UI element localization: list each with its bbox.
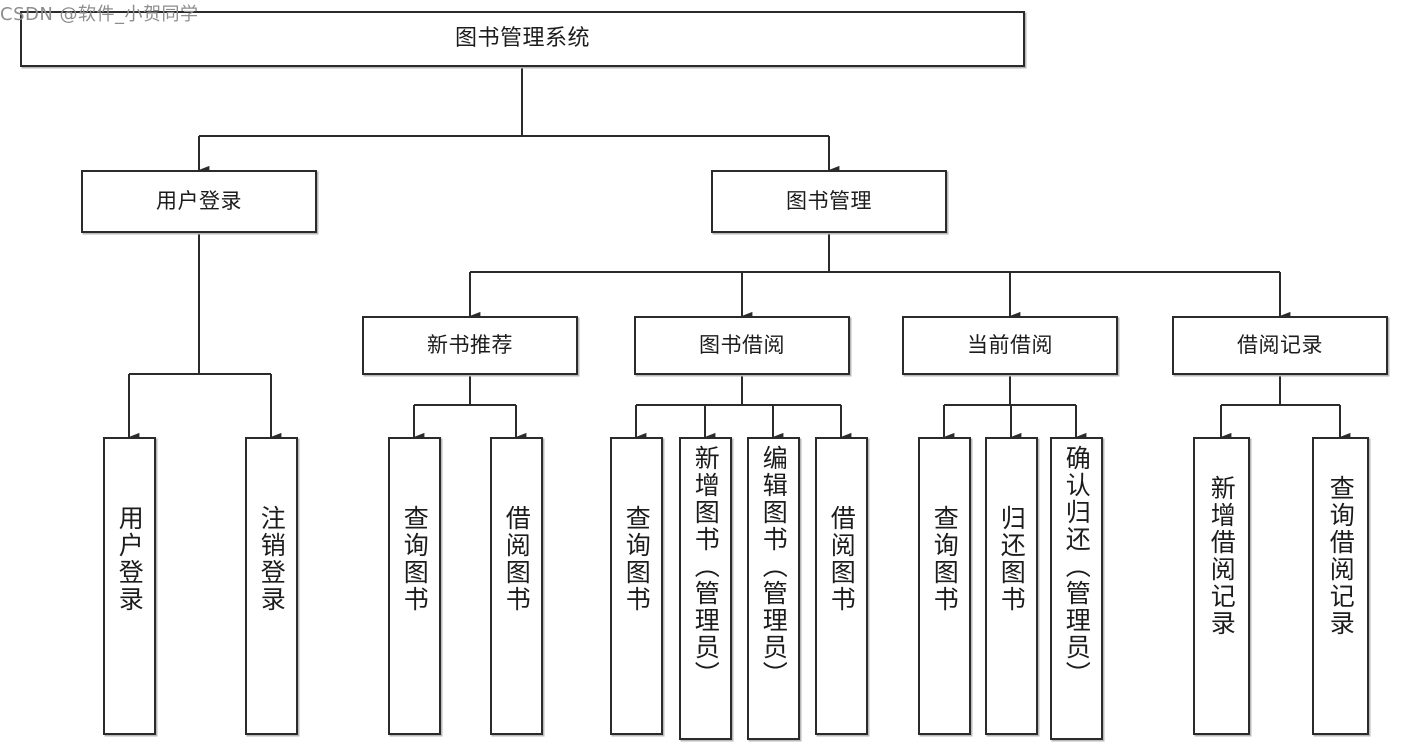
node-new-book-rec[interactable]: 新书推荐 xyxy=(362,316,578,375)
node-label-leaf-user-login: 用户登录 xyxy=(115,505,145,613)
node-root[interactable]: 图书管理系统 xyxy=(20,11,1025,67)
node-leaf-user-logout[interactable]: 注销登录 xyxy=(245,437,298,735)
node-leaf-borrow-book-2[interactable]: 借阅图书 xyxy=(815,437,868,735)
node-leaf-query-book-3[interactable]: 查询图书 xyxy=(918,437,971,735)
node-label-new-book-rec: 新书推荐 xyxy=(427,332,513,357)
node-leaf-borrow-book-1[interactable]: 借阅图书 xyxy=(490,437,543,735)
node-label-book-manage: 图书管理 xyxy=(786,188,872,213)
node-label-leaf-query-book-3: 查询图书 xyxy=(930,505,960,613)
node-user-login[interactable]: 用户登录 xyxy=(81,170,317,233)
node-current-borrow[interactable]: 当前借阅 xyxy=(902,316,1118,375)
node-label-leaf-borrow-book-2: 借阅图书 xyxy=(827,505,857,613)
node-leaf-edit-book-admin[interactable]: 编辑图书（管理员） xyxy=(747,437,800,740)
node-label-leaf-edit-book-admin: 编辑图书（管理员） xyxy=(759,445,789,688)
node-label-root: 图书管理系统 xyxy=(454,25,590,51)
node-leaf-return-book[interactable]: 归还图书 xyxy=(985,437,1038,735)
node-label-leaf-return-book: 归还图书 xyxy=(997,505,1027,613)
node-label-borrow-record: 借阅记录 xyxy=(1237,332,1323,357)
connector-lines xyxy=(127,67,1351,442)
node-label-leaf-borrow-book-1: 借阅图书 xyxy=(502,505,532,613)
node-label-leaf-query-book-1: 查询图书 xyxy=(400,505,430,613)
node-leaf-user-login[interactable]: 用户登录 xyxy=(103,437,156,735)
node-leaf-query-book-2[interactable]: 查询图书 xyxy=(610,437,663,735)
node-leaf-confirm-return-admin[interactable]: 确认归还（管理员） xyxy=(1050,437,1103,740)
node-borrow-record[interactable]: 借阅记录 xyxy=(1172,316,1388,375)
node-label-leaf-add-book-admin: 新增图书（管理员） xyxy=(691,445,721,688)
node-label-book-borrow: 图书借阅 xyxy=(699,332,785,357)
node-leaf-add-book-admin[interactable]: 新增图书（管理员） xyxy=(679,437,732,740)
node-leaf-query-book-1[interactable]: 查询图书 xyxy=(388,437,441,735)
node-label-leaf-confirm-return-admin: 确认归还（管理员） xyxy=(1062,445,1092,688)
node-leaf-add-record[interactable]: 新增借阅记录 xyxy=(1193,437,1250,735)
node-label-user-login: 用户登录 xyxy=(156,188,242,213)
node-label-leaf-add-record: 新增借阅记录 xyxy=(1207,475,1237,637)
node-book-borrow[interactable]: 图书借阅 xyxy=(634,316,850,375)
csdn-watermark: CSDN @软件_小贺同学 xyxy=(0,4,199,25)
node-label-leaf-query-record: 查询借阅记录 xyxy=(1326,475,1356,637)
node-label-leaf-query-book-2: 查询图书 xyxy=(622,505,652,613)
node-label-current-borrow: 当前借阅 xyxy=(967,332,1053,357)
node-book-manage[interactable]: 图书管理 xyxy=(711,170,947,233)
node-label-leaf-user-logout: 注销登录 xyxy=(257,505,287,613)
node-leaf-query-record[interactable]: 查询借阅记录 xyxy=(1312,437,1369,735)
